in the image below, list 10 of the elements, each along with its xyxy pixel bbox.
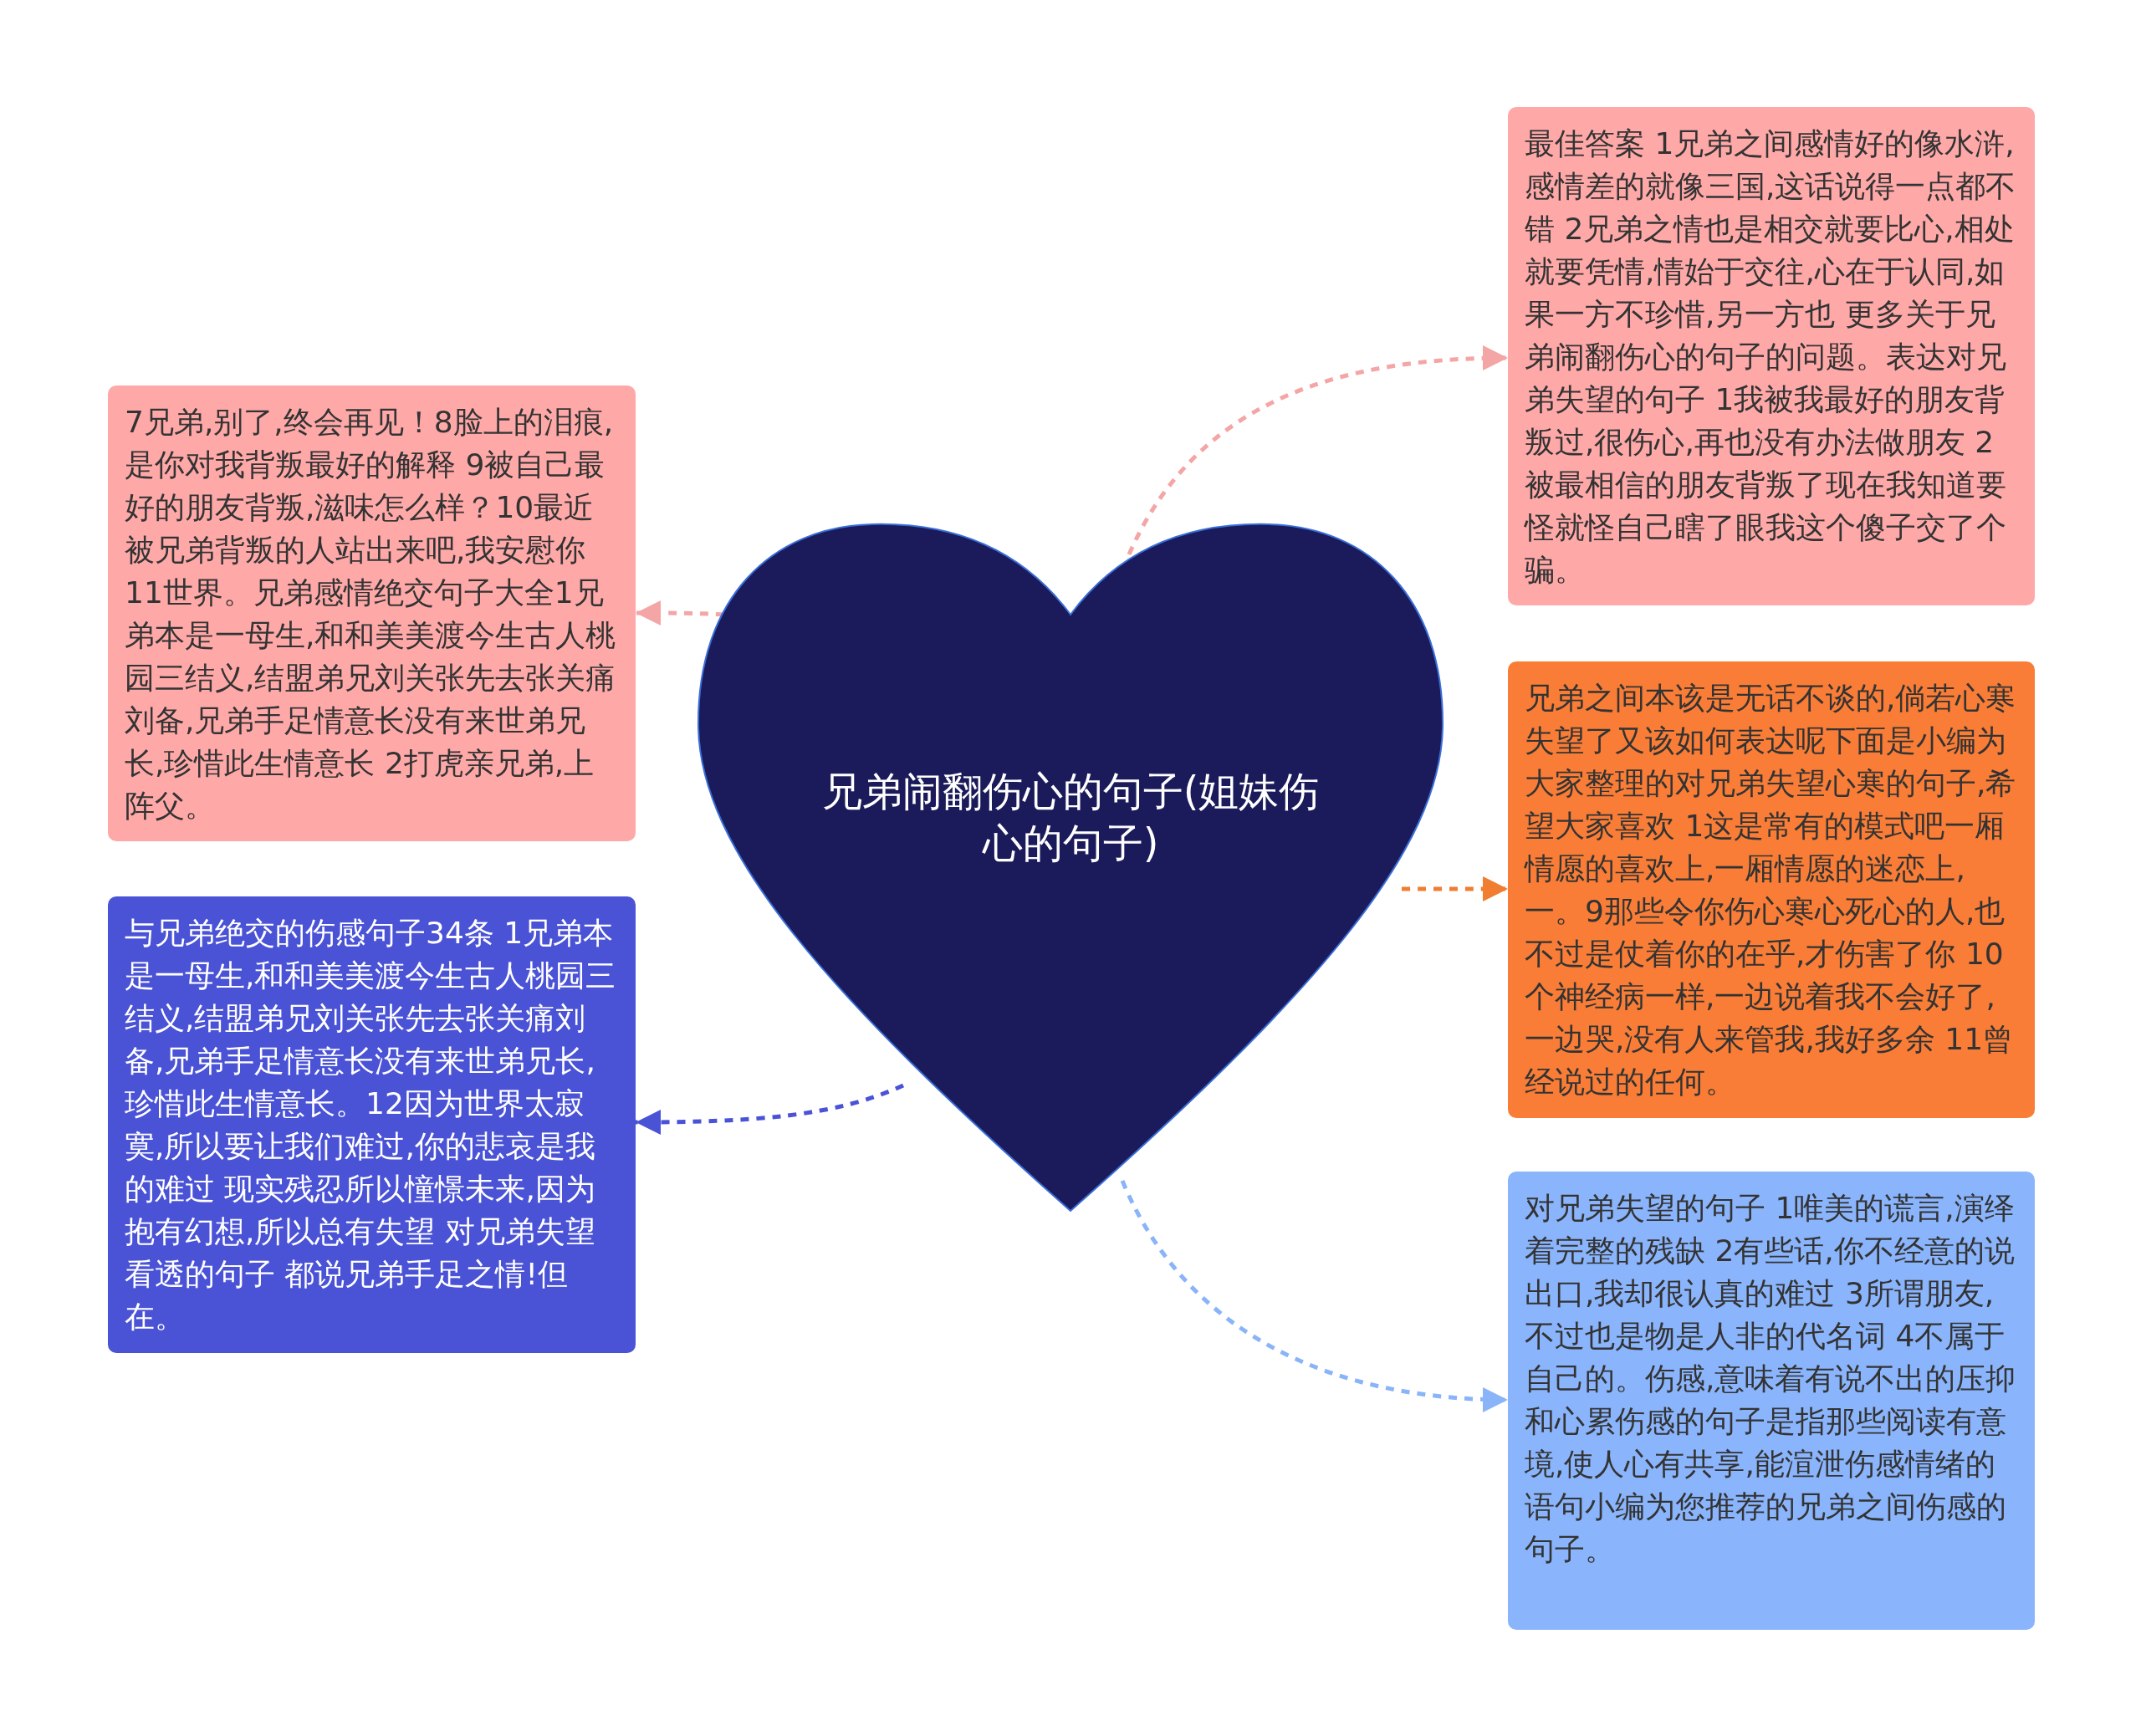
heart-title: 兄弟闹翻伤心的句子(姐妹伤心的句子) — [820, 767, 1321, 868]
arrow — [1127, 345, 1509, 556]
text-box: 兄弟之间本该是无话不谈的,倘若心寒失望了又该如何表达呢下面是小编为大家整理的对兄弟失望心寒的句子,希望大家喜欢 1这是常有的模式吧一厢情愿的喜欢上,一厢情愿的迷恋上,一。9那些令你伤心寒心死心的人,也不过是仗着你的在乎,才伤害了你 10个神经病一样,一边说着我不会好了,一边哭,没有人来管我,我好多余 11曾经说过的任何。 — [1508, 661, 2035, 1118]
text-box: 与兄弟绝交的伤感句子34条 1兄弟本是一母生,和和美美渡今生古人桃园三结义,结盟弟兄刘关张先去张关痛刘备,兄弟手足情意长没有来世弟兄长,珍惜此生情意长。12因为世界太寂寞,所以要让我们难过,你的悲哀是我的难过 现实残忍所以憧憬未来,因为抱有幻想,所以总有失望 对兄弟失望看透的句子 都说兄弟手足之情!但在。 — [108, 896, 636, 1353]
arrow — [1120, 1179, 1509, 1412]
text-box: 最佳答案 1兄弟之间感情好的像水浒,感情差的就像三国,这话说得一点都不错 2兄弟之情也是相交就要比心,相处就要凭情,情始于交往,心在于认同,如果一方不珍惜,另一方也 更多关于兄弟闹翻伤心的句子的问题。表达对兄弟失望的句子 1我被我最好的朋友背叛过,很伤心,再也没有办法做朋友 2被最相信的朋友背叛了现在我知道要怪就怪自己瞎了眼我这个傻子交了个骗。 — [1508, 107, 2035, 605]
arrow — [636, 1083, 904, 1135]
text-box: 7兄弟,别了,终会再见！8脸上的泪痕,是你对我背叛最好的解释 9被自己最好的朋友背叛,滋味怎么样？10最近被兄弟背叛的人站出来吧,我安慰你 11世界。兄弟感情绝交句子大全1兄弟本是一母生,和和美美渡今生古人桃园三结义,结盟弟兄刘关张先去张关痛刘备,兄弟手足情意长没有来世弟兄长,珍惜此生情意长 2打虎亲兄弟,上阵父。 — [108, 385, 636, 841]
arrow — [1402, 876, 1508, 901]
text-box: 对兄弟失望的句子 1唯美的谎言,演绎着完整的残缺 2有些话,你不经意的说出口,我却很认真的难过 3所谓朋友,不过也是物是人非的代名词 4不属于自己的。伤感,意味着有说不出的压抑和心累伤感的句子是指那些阅读有意境,使人心有共享,能渲泄伤感情绪的语句小编为您推荐的兄弟之间伤感的句子。 — [1508, 1172, 2035, 1630]
